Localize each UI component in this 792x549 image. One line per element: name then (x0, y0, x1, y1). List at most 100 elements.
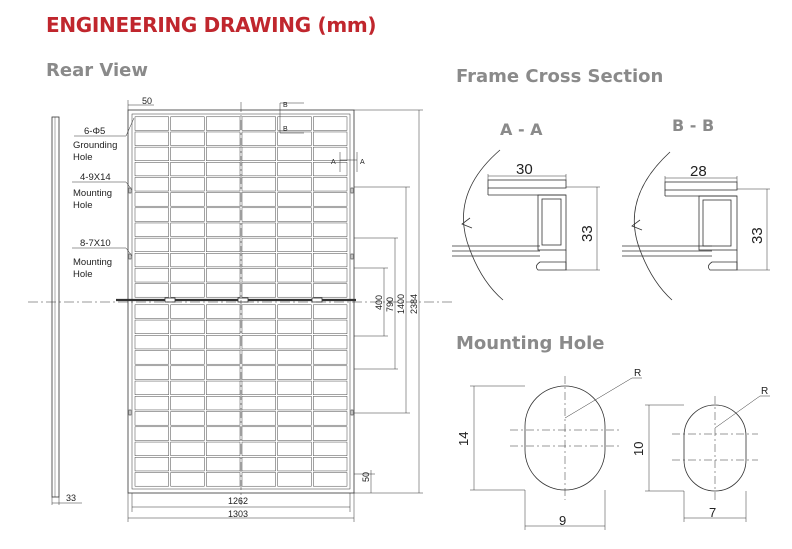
solar-cell (170, 380, 205, 395)
mounting-hole-a-spec: 4-9X14 (80, 172, 111, 183)
solar-cell (313, 472, 348, 487)
solar-cell (170, 319, 205, 334)
solar-cell (206, 131, 241, 146)
solar-cell (134, 146, 169, 161)
solar-cell (170, 335, 205, 350)
solar-cell (170, 253, 205, 268)
solar-cell (241, 116, 276, 131)
solar-cell (277, 192, 312, 207)
dim-2384: 2384 (409, 294, 419, 314)
solar-cell (206, 396, 241, 411)
solar-cell (313, 222, 348, 237)
solar-cell (313, 350, 348, 365)
solar-cell (134, 365, 169, 380)
solar-cell (170, 162, 205, 177)
solar-cell (313, 380, 348, 395)
solar-cell (277, 237, 312, 252)
solar-cell (241, 268, 276, 283)
hole-large-radius: R (634, 368, 641, 379)
section-b-label: B - B (672, 116, 714, 135)
solar-cell (241, 472, 276, 487)
dim-33-side: 33 (66, 493, 76, 503)
solar-cell (313, 162, 348, 177)
hole-small-width: 7 (709, 505, 716, 520)
dim-top-50: 50 (142, 96, 152, 106)
solar-cell (277, 457, 312, 472)
grounding-hole-label-2: Hole (73, 152, 93, 163)
solar-cell (206, 146, 241, 161)
solar-cell (170, 222, 205, 237)
solar-cell (241, 304, 276, 319)
solar-cell (206, 426, 241, 441)
solar-cell (170, 441, 205, 456)
solar-cell (277, 472, 312, 487)
solar-cell (170, 396, 205, 411)
solar-cell (206, 116, 241, 131)
solar-cell (313, 146, 348, 161)
solar-cell (134, 426, 169, 441)
solar-cell (313, 335, 348, 350)
solar-cell (241, 253, 276, 268)
solar-cell (277, 350, 312, 365)
solar-cell (241, 177, 276, 192)
dim-400: 400 (374, 295, 384, 310)
solar-cell (206, 441, 241, 456)
solar-cell (313, 441, 348, 456)
solar-cell (206, 237, 241, 252)
solar-cell (277, 441, 312, 456)
solar-cell (206, 365, 241, 380)
solar-cell (241, 441, 276, 456)
solar-cell (170, 472, 205, 487)
solar-cell (134, 207, 169, 222)
solar-cell (170, 365, 205, 380)
solar-cell (134, 441, 169, 456)
solar-cell (206, 319, 241, 334)
solar-cell (241, 237, 276, 252)
solar-cell (313, 319, 348, 334)
solar-cell (206, 177, 241, 192)
solar-cell (241, 426, 276, 441)
section-a-drawing (452, 149, 600, 301)
solar-cell (134, 131, 169, 146)
solar-cell (206, 472, 241, 487)
solar-cell (134, 283, 169, 298)
rear-view-drawing (28, 100, 455, 522)
solar-cell (313, 192, 348, 207)
solar-cell (241, 283, 276, 298)
frame-cross-section-heading: Frame Cross Section (456, 66, 664, 87)
mounting-hole-small-drawing (645, 395, 770, 522)
section-marker-a-left: A (331, 159, 336, 166)
solar-cell (277, 268, 312, 283)
solar-cell (206, 350, 241, 365)
solar-cell (170, 146, 205, 161)
solar-cell (206, 380, 241, 395)
section-marker-b-top: B (283, 102, 288, 109)
section-b-drawing (622, 151, 770, 301)
mounting-hole-b-label-2: Hole (73, 269, 93, 280)
solar-cell (277, 116, 312, 131)
solar-cell (170, 237, 205, 252)
solar-cell (241, 131, 276, 146)
solar-cell (241, 319, 276, 334)
solar-cell (206, 192, 241, 207)
rear-view-heading: Rear View (46, 60, 148, 81)
solar-cell (277, 146, 312, 161)
solar-cell (241, 380, 276, 395)
solar-cell (313, 457, 348, 472)
solar-cell (277, 335, 312, 350)
grounding-hole-spec: 6-Φ5 (84, 126, 105, 137)
mounting-hole-b-spec: 8-7X10 (80, 238, 111, 249)
solar-cell (134, 350, 169, 365)
hole-large-height: 14 (456, 432, 471, 446)
solar-cell (134, 253, 169, 268)
dim-1262: 1262 (228, 496, 248, 506)
solar-cell (313, 365, 348, 380)
solar-cell (134, 472, 169, 487)
solar-cell (170, 177, 205, 192)
solar-cell (134, 268, 169, 283)
solar-cell (313, 253, 348, 268)
dim-790: 790 (385, 297, 395, 312)
solar-cell (313, 131, 348, 146)
section-b-height: 33 (749, 227, 766, 244)
